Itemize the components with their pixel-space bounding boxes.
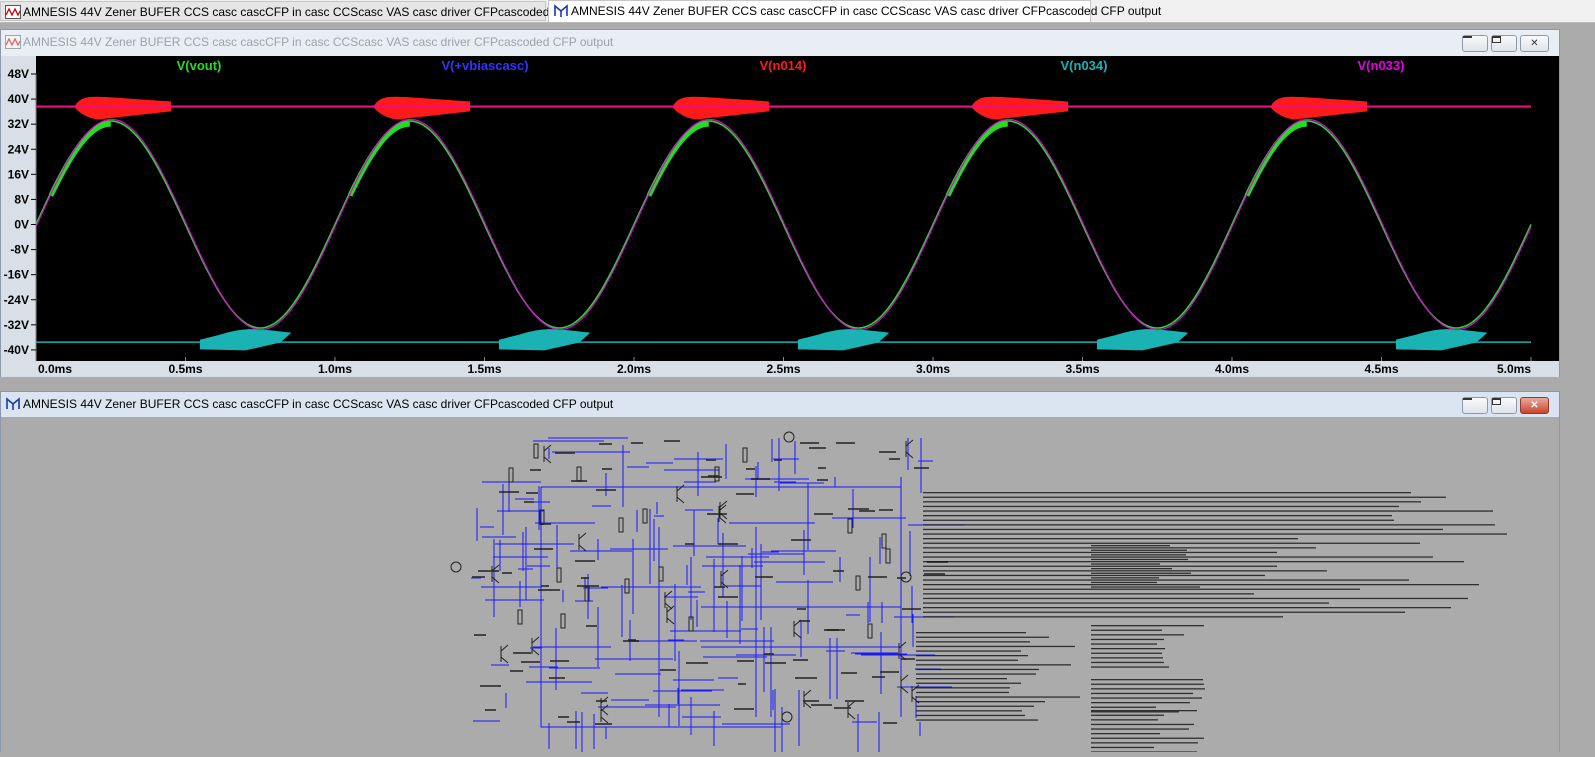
n034-burst (498, 329, 591, 351)
schematic-window: AMNESIS 44V Zener BUFER CCS casc cascCFP… (0, 391, 1560, 757)
x-tick-label: 1.5ms (467, 362, 501, 376)
legend-entry[interactable]: V(n014) (760, 58, 807, 73)
n014-burst (1270, 96, 1368, 120)
x-tick-label: 2.0ms (617, 362, 651, 376)
y-tick-label: 8V (14, 192, 29, 206)
schematic-icon (5, 397, 21, 416)
maximize-button[interactable] (1491, 35, 1517, 52)
vout-peak-band (646, 121, 709, 197)
schematic-wires (471, 437, 965, 757)
schematic-drawing (450, 431, 1507, 757)
n014-burst (971, 96, 1069, 120)
waveform-window: AMNESIS 44V Zener BUFER CCS casc cascCFP… (0, 29, 1560, 382)
y-tick-label: 24V (8, 142, 29, 156)
y-tick-label: 32V (8, 117, 29, 131)
tab-label: AMNESIS 44V Zener BUFER CCS casc cascCFP… (23, 5, 614, 19)
trace-vout (35, 120, 1532, 329)
legend-entry[interactable]: V(vout) (177, 58, 222, 73)
x-tick-label: 3.0ms (916, 362, 950, 376)
x-tick-label: 0.0ms (38, 362, 72, 376)
y-tick-label: 48V (8, 67, 29, 81)
x-tick-label: 3.5ms (1065, 362, 1099, 376)
n034-burst (1096, 329, 1189, 351)
close-icon: ✕ (1530, 400, 1539, 411)
minimize-button[interactable] (1462, 397, 1488, 414)
vout-peak-band (945, 121, 1008, 197)
vout-peak-band (347, 121, 410, 197)
tab-label: AMNESIS 44V Zener BUFER CCS casc cascCFP… (571, 4, 1162, 18)
n014-burst (373, 96, 471, 120)
waveform-window-titlebar[interactable]: AMNESIS 44V Zener BUFER CCS casc cascCFP… (1, 30, 1559, 56)
legend: V(vout) V(+vbiascasc) V(n014) V(n034) V(n033… (177, 58, 1405, 73)
schematic-canvas[interactable] (1, 417, 1559, 757)
y-tick-label: -24V (4, 293, 29, 307)
y-tick-label: -32V (4, 318, 29, 332)
schematic-labels (472, 440, 948, 725)
x-axis: 0.0ms 0.5ms 1.0ms 1.5ms 2.0ms 2.5ms 3.0ms 3.5ms… (1, 357, 1559, 378)
vout-peak-band (1244, 121, 1307, 197)
close-button[interactable]: ✕ (1520, 397, 1549, 414)
minimize-icon (1463, 36, 1472, 38)
n014-burst (74, 96, 172, 120)
x-tick-label: 4.0ms (1215, 362, 1249, 376)
waveform-icon (5, 5, 21, 25)
document-tab-bar: AMNESIS 44V Zener BUFER CCS casc cascCFP… (0, 0, 1595, 23)
x-axis-gutter (1, 361, 1559, 378)
trace-n033 (35, 118, 1532, 331)
close-icon: ✕ (1530, 38, 1539, 49)
spice-model-text (916, 492, 1507, 757)
waveform-icon (5, 35, 21, 54)
maximize-icon (1492, 398, 1501, 405)
close-button[interactable]: ✕ (1520, 35, 1549, 52)
x-tick-label: 0.5ms (168, 362, 202, 376)
x-tick-label: 1.0ms (318, 362, 352, 376)
minimize-icon (1463, 398, 1472, 400)
y-tick-label: 16V (8, 167, 29, 181)
window-title: AMNESIS 44V Zener BUFER CCS casc cascCFP… (23, 35, 614, 49)
n014-burst (672, 96, 770, 120)
legend-entry[interactable]: V(+vbiascasc) (441, 58, 528, 73)
y-tick-label: -8V (10, 243, 29, 257)
window-title: AMNESIS 44V Zener BUFER CCS casc cascCFP… (23, 397, 614, 411)
legend-entry[interactable]: V(n033) (1358, 58, 1405, 73)
tab-waveform[interactable]: AMNESIS 44V Zener BUFER CCS casc cascCFP… (0, 1, 613, 21)
schematic-components (450, 431, 920, 724)
x-tick-label: 4.5ms (1364, 362, 1398, 376)
legend-entry[interactable]: V(n034) (1061, 58, 1108, 73)
n034-burst (1395, 329, 1488, 351)
y-tick-label: -16V (4, 268, 29, 282)
schematic-icon (553, 4, 569, 24)
maximize-icon (1492, 36, 1501, 43)
n034-burst (199, 329, 292, 351)
y-tick-label: -40V (4, 343, 29, 357)
x-tick-label: 5.0ms (1497, 362, 1531, 376)
maximize-button[interactable] (1491, 397, 1517, 414)
y-tick-label: 40V (8, 92, 29, 106)
waveform-chart: 48V40V32V24V16V8V0V-8V-16V-24V-32V-40V-4… (1, 56, 1559, 382)
tab-schematic[interactable]: AMNESIS 44V Zener BUFER CCS casc cascCFP… (548, 0, 1161, 24)
y-tick-label: 0V (14, 218, 29, 232)
n034-burst (797, 329, 890, 351)
y-axis-gutter (1, 56, 36, 377)
waveform-plot-area[interactable]: 48V40V32V24V16V8V0V-8V-16V-24V-32V-40V-4… (1, 56, 1559, 382)
schematic-window-titlebar[interactable]: AMNESIS 44V Zener BUFER CCS casc cascCFP… (1, 392, 1559, 418)
vout-peak-band (48, 121, 111, 197)
traces (35, 96, 1532, 351)
x-tick-label: 2.5ms (766, 362, 800, 376)
minimize-button[interactable] (1462, 35, 1488, 52)
